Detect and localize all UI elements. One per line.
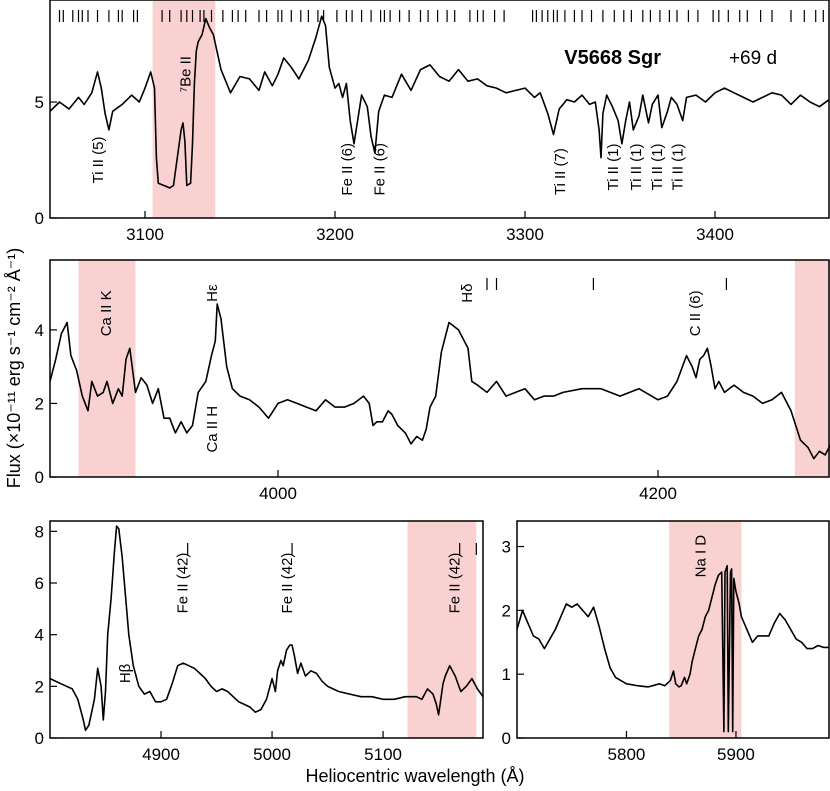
y-tick-label-1-2: 4 <box>35 321 44 340</box>
x-tick-label-2-0: 4900 <box>142 745 180 764</box>
x-tick-label-1-0: 4000 <box>259 484 297 503</box>
y-tick-label-2-3: 6 <box>35 574 44 593</box>
line-annotation-1-3: Hδ <box>459 284 476 303</box>
y-tick-label-3-1: 1 <box>502 665 511 684</box>
spectrum-line-3-0 <box>516 564 829 733</box>
line-annotation-3-0: Na I D <box>692 535 709 578</box>
shaded-region-0-0 <box>152 0 216 218</box>
line-annotation-2-3: Fe II (42) <box>447 553 464 614</box>
panel-frame-2 <box>49 520 484 739</box>
x-tick-label-0-2: 3300 <box>506 225 544 244</box>
line-annotation-0-8: Ti II (1) <box>670 144 687 191</box>
shaded-region-2-0 <box>407 521 477 738</box>
spectrum-line-1-0 <box>49 303 830 460</box>
spectrum-line-2-0 <box>49 525 484 732</box>
line-annotation-0-6: Ti II (1) <box>628 144 645 191</box>
y-tick-label-2-4: 8 <box>35 522 44 541</box>
line-annotation-2-0: Hβ <box>117 663 134 683</box>
line-annotation-2-2: Fe II (42) <box>279 553 296 614</box>
line-annotation-1-1: Hε <box>204 284 221 302</box>
panel-frame-0 <box>49 0 830 219</box>
shaded-region-1-1 <box>794 260 830 477</box>
line-annotation-0-7: Ti II (1) <box>649 144 666 191</box>
y-tick-label-3-0: 0 <box>502 729 511 748</box>
x-tick-label-2-1: 5000 <box>253 745 291 764</box>
y-tick-label-2-0: 0 <box>35 729 44 748</box>
line-annotation-1-0: Ca II K <box>98 290 115 336</box>
x-tick-label-2-2: 5100 <box>364 745 402 764</box>
x-axis-label: Heliocentric wavelength (Å) <box>305 766 524 786</box>
chart-subtitle: +69 d <box>729 48 777 69</box>
y-tick-label-3-3: 3 <box>502 538 511 557</box>
y-tick-label-0-1: 5 <box>35 93 44 112</box>
y-tick-label-2-1: 2 <box>35 677 44 696</box>
x-tick-label-0-0: 3100 <box>126 225 164 244</box>
y-tick-label-1-0: 0 <box>35 468 44 487</box>
line-annotation-0-3: Fe II (6) <box>371 143 388 196</box>
panel-frame-1 <box>49 259 830 478</box>
spectrum-line-0-0 <box>49 15 830 189</box>
y-tick-label-3-2: 2 <box>502 601 511 620</box>
line-annotation-0-5: Ti II (1) <box>605 144 622 191</box>
panel-frame-3 <box>516 520 830 739</box>
line-annotation-0-2: Fe II (6) <box>339 143 356 196</box>
line-annotation-0-1: Ti II (5) <box>90 137 107 184</box>
x-tick-label-3-0: 5800 <box>608 745 646 764</box>
line-annotation-0-4: Ti II (7) <box>552 148 569 195</box>
y-tick-label-1-1: 2 <box>35 394 44 413</box>
y-tick-label-0-0: 0 <box>35 209 44 228</box>
shaded-region-1-0 <box>78 260 136 477</box>
x-tick-label-3-1: 5900 <box>717 745 755 764</box>
x-tick-label-1-1: 4200 <box>639 484 677 503</box>
line-annotation-1-4: C II (6) <box>687 290 704 336</box>
x-tick-label-0-3: 3400 <box>696 225 734 244</box>
x-tick-label-0-1: 3200 <box>316 225 354 244</box>
y-axis-label: Flux (×10⁻¹¹ erg s⁻¹ cm⁻² Å⁻¹) <box>4 248 24 489</box>
line-annotation-2-1: Fe II (42) <box>175 553 192 614</box>
line-annotation-0-0: ⁷Be II <box>178 56 195 92</box>
line-annotation-1-2: Ca II H <box>204 406 221 453</box>
chart-title: V5668 Sgr <box>564 47 661 69</box>
y-tick-label-2-2: 4 <box>35 626 44 645</box>
